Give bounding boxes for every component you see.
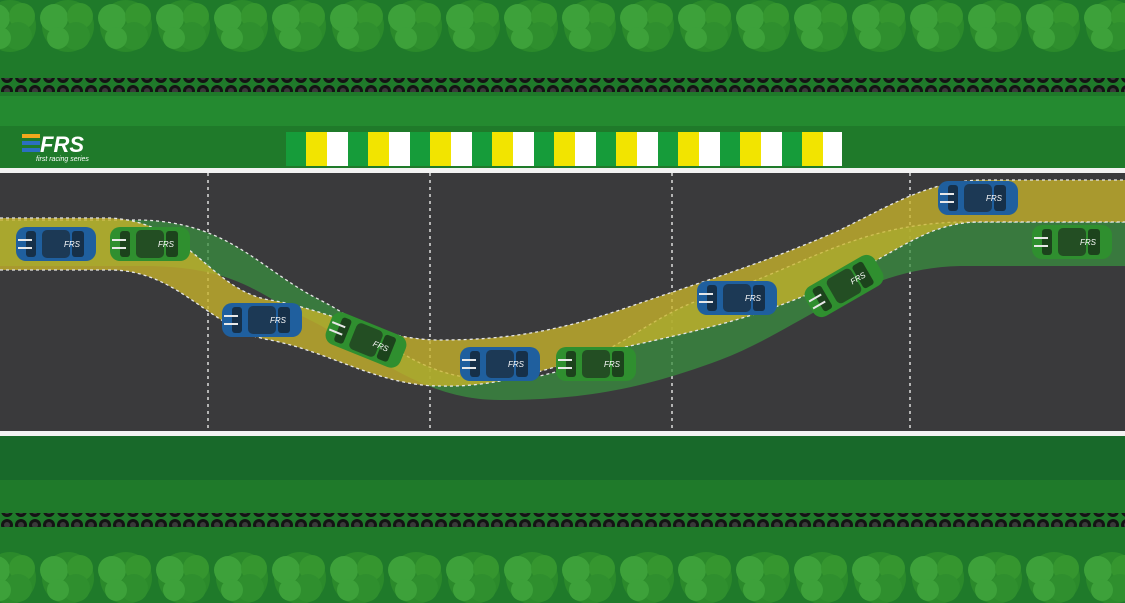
- green-car: FRS: [109, 226, 191, 262]
- green-car: FRS: [555, 346, 637, 382]
- car-label: FRS: [158, 240, 175, 249]
- bottom-tire-wall: [0, 513, 1125, 527]
- top-tire-wall: [0, 78, 1125, 92]
- blue-car: FRS: [937, 180, 1019, 216]
- blue-car: FRS: [696, 280, 778, 316]
- logo-text: FRS: [40, 132, 84, 157]
- green-car: FRS: [1031, 224, 1113, 260]
- car-label: FRS: [1080, 238, 1097, 247]
- car-label: FRS: [986, 194, 1003, 203]
- car-label: FRS: [508, 360, 525, 369]
- track-edge-bottom: [0, 431, 1125, 436]
- logo-tagline: first racing series: [36, 156, 89, 163]
- car-label: FRS: [745, 294, 762, 303]
- curb-stripe: [286, 132, 842, 166]
- green-car: FRS: [321, 308, 411, 372]
- track-edge-top: [0, 168, 1125, 173]
- cars-layer: FRS FRS FRS FRS FRS FRS FRS FRS FRS FRS: [15, 180, 1113, 382]
- blue-car: FRS: [221, 302, 303, 338]
- car-label: FRS: [270, 316, 287, 325]
- car-label: FRS: [64, 240, 81, 249]
- blue-car: FRS: [15, 226, 97, 262]
- car-label: FRS: [604, 360, 621, 369]
- blue-car: FRS: [459, 346, 541, 382]
- frs-logo: FRS first racing series: [22, 132, 89, 163]
- green-car: FRS: [799, 250, 889, 322]
